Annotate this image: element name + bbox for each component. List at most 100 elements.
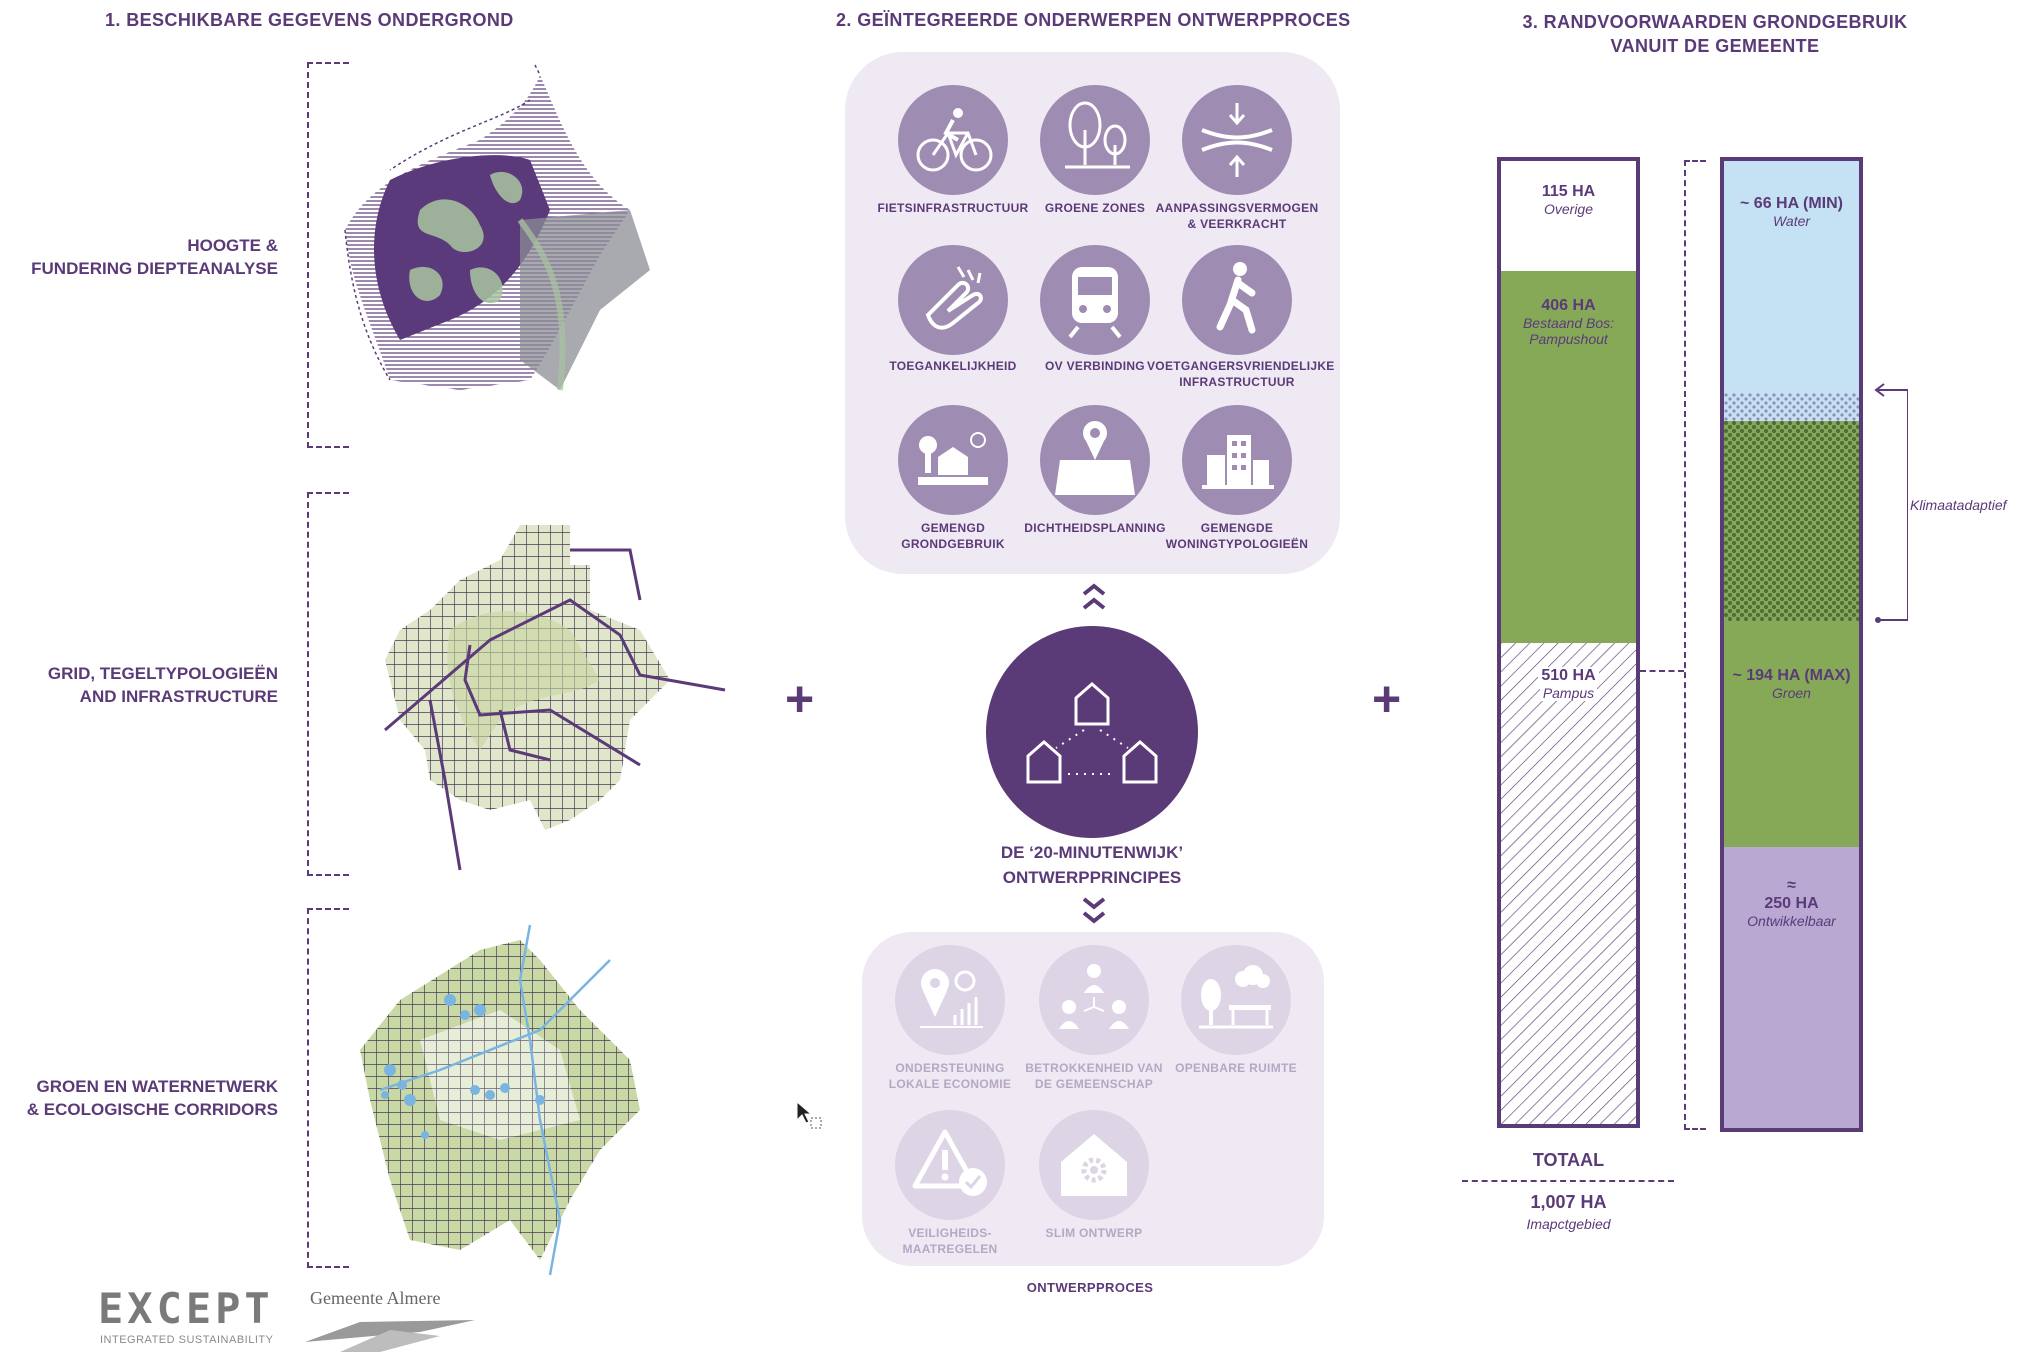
total-value: 1,007 HA — [1530, 1192, 1607, 1212]
community-icon — [1039, 945, 1149, 1055]
label-hoogte-line2: FUNDERING DIEPTEANALYSE — [31, 259, 278, 278]
bracket-1 — [307, 62, 349, 448]
caption-slim-line1: SLIM ONTWERP — [1045, 1226, 1143, 1240]
public-space-icon — [1181, 945, 1291, 1055]
segment-ontwikkelbaar — [1724, 847, 1859, 1128]
caption-fiets: FIETSINFRASTRUCTUUR — [863, 200, 1043, 216]
caption-aanpassing: AANPASSINGSVERMOGEN & VEERKRACHT — [1147, 200, 1327, 232]
name-pampus: Pampus — [1539, 685, 1598, 701]
caption-gemeenschap: BETROKKENHEID VAN DE GEMEENSCHAP — [1004, 1060, 1184, 1092]
label-grid-line1: GRID, TEGELTYPOLOGIEËN — [47, 664, 278, 683]
caption-dichtheid-line1: DICHTHEIDSPLANNING — [1024, 521, 1166, 535]
caption-fiets-line1: FIETSINFRASTRUCTUUR — [877, 201, 1029, 215]
pedestrian-icon — [1182, 245, 1292, 355]
caption-woning-line2: WONINGTYPOLOGIEËN — [1165, 537, 1309, 551]
chevron-up-icon — [1082, 583, 1106, 610]
safety-icon — [895, 1110, 1005, 1220]
segment-pampus — [1501, 643, 1636, 1124]
klimaat-label: Klimaatadaptief — [1910, 497, 2007, 513]
caption-gemengd-line2: GRONDGEBRUIK — [901, 537, 1005, 551]
value-ontwikkelbaar: 250 HA — [1764, 895, 1819, 912]
caption-woning: GEMENGDE WONINGTYPOLOGIEËN — [1147, 520, 1327, 552]
label-ontwikkelbaar: ≈ 250 HA Ontwikkelbaar — [1724, 877, 1859, 929]
almere-logo-icon — [305, 1320, 475, 1352]
caption-woning-line1: GEMENGDE — [1200, 521, 1274, 535]
label-hoogte-line1: HOOGTE & — [187, 236, 278, 255]
except-logo-subtitle: INTEGRATED SUSTAINABILITY — [100, 1334, 274, 1346]
caption-voetgangers-line1: VOETGANGERSVRIENDELIJKE — [1147, 359, 1335, 373]
caption-groene-line1: GROENE ZONES — [1044, 201, 1146, 215]
value-water: ~ 66 HA (MIN) — [1740, 195, 1843, 212]
name-bos-2: Pampushout — [1529, 331, 1608, 347]
klimaat-bracket — [1874, 383, 1908, 623]
caption-toegankelijkheid: TOEGANKELIJKHEID — [863, 358, 1043, 374]
caption-gemengd-line1: GEMENGD — [920, 521, 986, 535]
value-groen: ~ 194 HA (MAX) — [1732, 667, 1851, 684]
design-process-caption: ONTWERPPROCES — [1026, 1280, 1154, 1295]
label-groen-line1: GROEN EN WATERNETWERK — [36, 1077, 278, 1096]
local-economy-icon — [895, 945, 1005, 1055]
height-foundation-map — [344, 64, 650, 391]
total-divider — [1462, 1180, 1674, 1182]
caption-openbare: OPENBARE RUIMTE — [1146, 1060, 1326, 1076]
section3-title: 3. RANDVOORWAARDEN GRONDGEBRUIK VANUIT D… — [1490, 10, 1940, 58]
value-ontwikkelbaar-approx: ≈ — [1787, 877, 1796, 894]
caption-veiligheid-line2: MAATREGELEN — [902, 1242, 998, 1256]
value-overige: 115 HA — [1541, 183, 1596, 200]
caption-aanpassing-line1: AANPASSINGSVERMOGEN — [1155, 201, 1319, 215]
label-bos: 406 HA Bestaand Bos: Pampushout — [1501, 297, 1636, 347]
bar-municipal-conditions: ~ 66 HA (MIN) Water ~ 194 HA (MAX) Groen… — [1720, 157, 1863, 1132]
except-logo: EXCEPT — [98, 1284, 274, 1333]
caption-gemeenschap-line1: BETROKKENHEID VAN — [1025, 1061, 1163, 1075]
label-groen-line2: & ECOLOGISCHE CORRIDORS — [26, 1100, 278, 1119]
accessibility-hand-icon — [898, 245, 1008, 355]
twenty-minute-neighbourhood-circle — [986, 626, 1198, 838]
section2-title: 2. GEÏNTEGREERDE ONDERWERPEN ONTWERPPROC… — [836, 10, 1351, 30]
caption-dichtheid: DICHTHEIDSPLANNING — [1005, 520, 1185, 536]
train-icon — [1040, 245, 1150, 355]
bar2-bracket — [1684, 160, 1706, 1130]
mixed-land-use-icon — [898, 405, 1008, 515]
bicycle-icon — [898, 85, 1008, 195]
value-bos: 406 HA — [1541, 297, 1596, 314]
label-groen: ~ 194 HA (MAX) Groen — [1724, 667, 1859, 701]
caption-veiligheid-line1: VEILIGHEIDS- — [908, 1226, 992, 1240]
plus-sign-left: + — [785, 671, 815, 727]
green-water-network-map — [360, 924, 640, 1276]
bar-connector — [1640, 670, 1684, 672]
caption-aanpassing-line2: & VEERKRACHT — [1187, 217, 1287, 231]
mouse-cursor-icon — [796, 1100, 822, 1129]
label-hoogte: HOOGTE & FUNDERING DIEPTEANALYSE — [0, 234, 278, 280]
name-ontwikkelbaar: Ontwikkelbaar — [1747, 913, 1836, 929]
caption-gemengd: GEMENGD GRONDGEBRUIK — [863, 520, 1043, 552]
section1-title: 1. BESCHIKBARE GEGEVENS ONDERGROND — [105, 10, 514, 30]
section3-title-line1: 3. RANDVOORWAARDEN GRONDGEBRUIK — [1522, 12, 1908, 32]
label-overige: 115 HA Overige — [1501, 183, 1636, 217]
caption-gemeenschap-line2: DE GEMEENSCHAP — [1034, 1077, 1154, 1091]
name-bos: Bestaand Bos: — [1522, 315, 1615, 331]
value-pampus: 510 HA — [1538, 667, 1599, 685]
caption-ov-line1: OV VERBINDING — [1045, 359, 1145, 373]
resilience-icon — [1182, 85, 1292, 195]
label-groen: GROEN EN WATERNETWERK & ECOLOGISCHE CORR… — [0, 1075, 278, 1121]
caption-toegankelijkheid-line1: TOEGANKELIJKHEID — [889, 359, 1017, 373]
caption-ov: OV VERBINDING — [1005, 358, 1185, 374]
housing-types-icon — [1182, 405, 1292, 515]
caption-economie-line1: ONDERSTEUNING — [895, 1061, 1005, 1075]
smart-home-icon — [1039, 1110, 1149, 1220]
segment-bos — [1501, 271, 1636, 643]
chevron-down-icon — [1082, 897, 1106, 924]
density-map-icon — [1040, 405, 1150, 515]
segment-water — [1724, 161, 1859, 393]
caption-voetgangers: VOETGANGERSVRIENDELIJKE INFRASTRUCTUUR — [1147, 358, 1335, 390]
label-water: ~ 66 HA (MIN) Water — [1724, 195, 1859, 229]
name-groen: Groen — [1772, 685, 1811, 701]
section3-title-line2: VANUIT DE GEMEENTE — [1610, 36, 1820, 56]
total-name: Imapctgebied — [1526, 1216, 1611, 1232]
caption-openbare-line1: OPENBARE RUIMTE — [1175, 1061, 1297, 1075]
caption-voetgangers-line2: INFRASTRUCTUUR — [1179, 375, 1295, 389]
label-grid: GRID, TEGELTYPOLOGIEËN AND INFRASTRUCTUR… — [0, 662, 278, 708]
caption-slim: SLIM ONTWERP — [1004, 1225, 1184, 1241]
trees-icon — [1040, 85, 1150, 195]
